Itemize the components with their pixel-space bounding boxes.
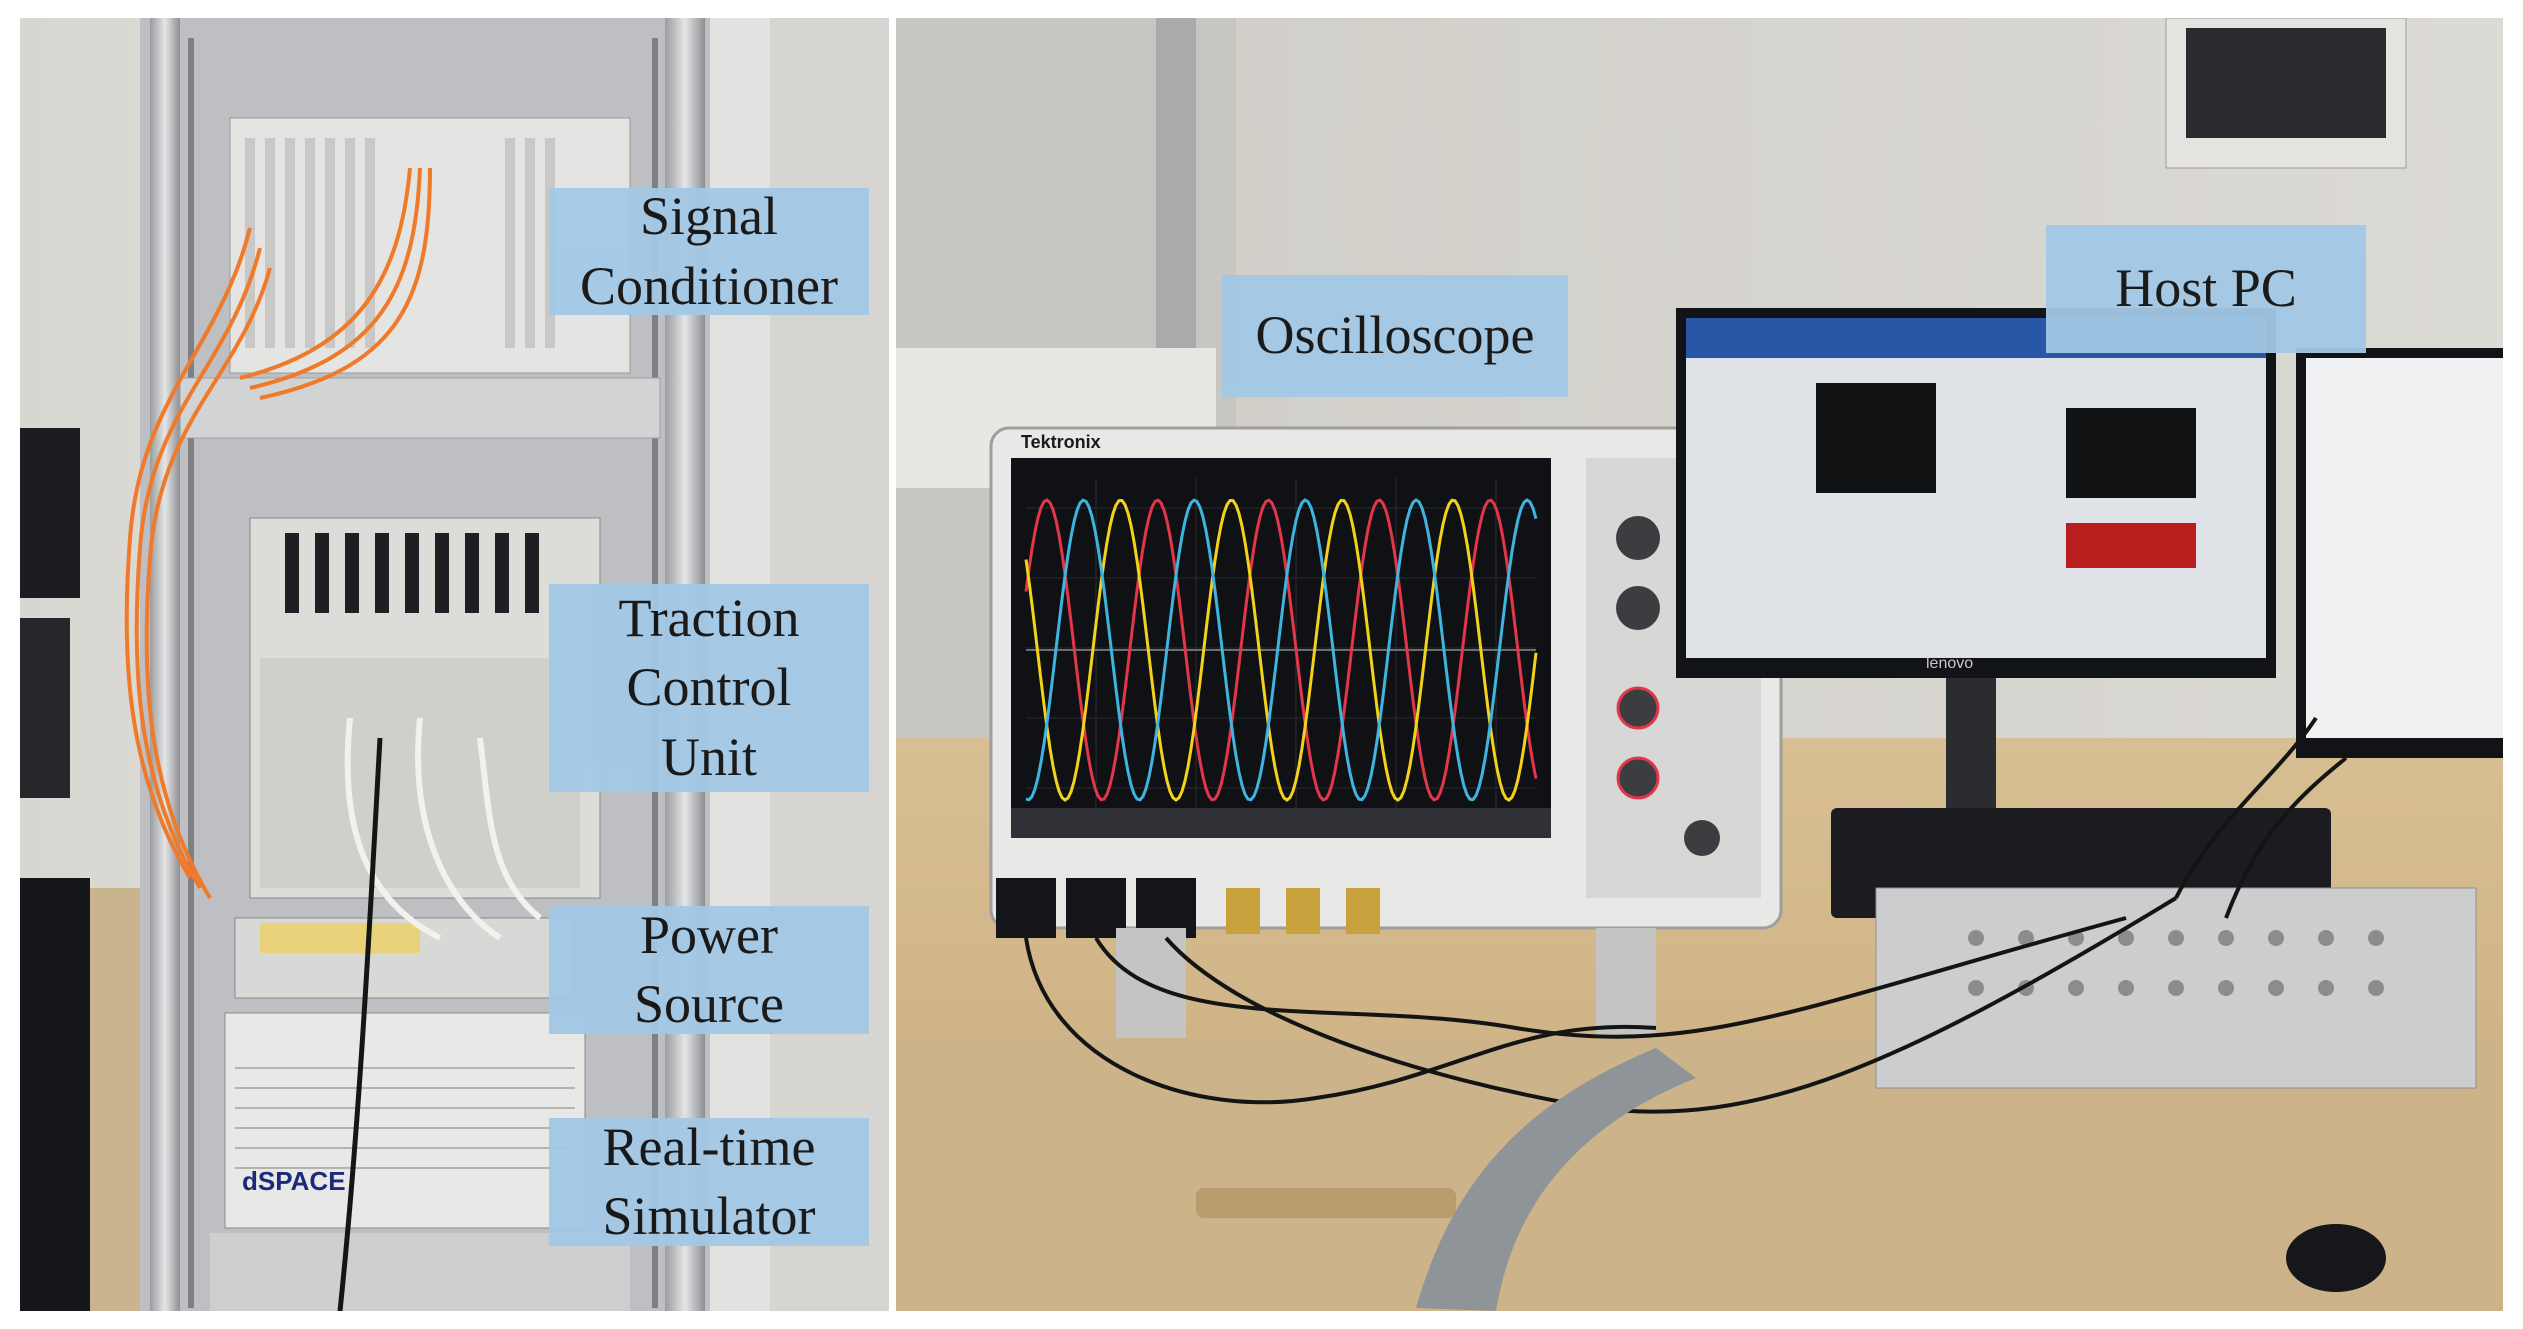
label-power-source-line-1: Power (640, 904, 778, 965)
orange-fiber-cables (124, 167, 432, 900)
label-real-time-simulator: Real-time Simulator (549, 1117, 869, 1246)
label-oscilloscope: Oscilloscope (1222, 275, 1568, 397)
waveform-red (1024, 498, 1538, 802)
label-power-source-line-2: Source (634, 974, 784, 1034)
label-oscilloscope-line-1: Oscilloscope (1255, 305, 1535, 366)
label-traction-control-unit-line-1: Traction (618, 588, 800, 649)
waveform-cyan (1025, 498, 1538, 802)
label-signal-conditioner: Signal Conditioner (549, 186, 869, 316)
dspace-logo-text: dSPACE (242, 1166, 346, 1196)
label-traction-control-unit: Traction Control Unit (549, 584, 869, 792)
label-power-source: Power Source (549, 905, 869, 1034)
label-traction-control-unit-line-2: Control (626, 657, 792, 718)
real-time-simulator-unit (224, 1012, 586, 1229)
label-signal-conditioner-line-2: Conditioner (580, 255, 838, 316)
lenovo-logo-text: lenovo (1926, 655, 1973, 672)
mouse (2286, 1224, 2386, 1292)
label-real-time-simulator-line-2: Simulator (602, 1186, 816, 1246)
label-real-time-simulator-line-1: Real-time (602, 1116, 816, 1177)
label-traction-control-unit-line-3: Unit (660, 726, 757, 787)
label-signal-conditioner-line-1: Signal (639, 186, 778, 247)
probe-cables (1024, 716, 2348, 1114)
label-host-pc-line-1: Host PC (2115, 258, 2297, 319)
desk-photo-drawing: Tektronix (896, 18, 2503, 1311)
rack-post-left (150, 18, 180, 1311)
label-host-pc: Host PC (2046, 225, 2366, 353)
waveform-yellow (1024, 498, 1538, 802)
tektronix-logo-text: Tektronix (1021, 432, 1101, 452)
desk-photo: Tektronix (896, 18, 2503, 1311)
